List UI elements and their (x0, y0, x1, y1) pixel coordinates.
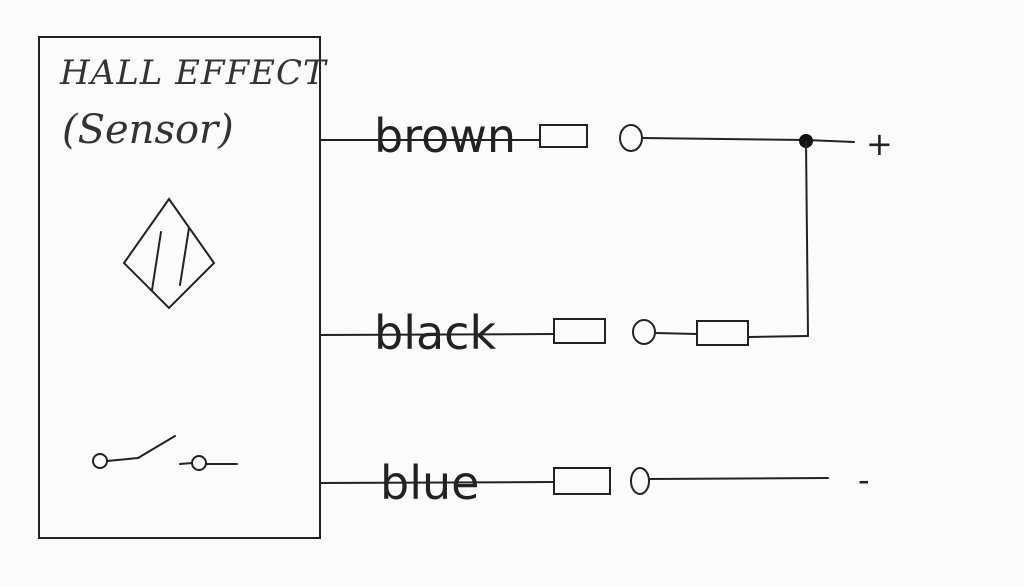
switch-icon (92, 435, 238, 471)
black-terminal (632, 319, 656, 345)
wire-blue (319, 467, 829, 495)
positive-terminal-label: + (866, 125, 893, 163)
blue-connector (553, 467, 611, 495)
wire-label-black: black (374, 306, 497, 360)
brown-terminal (619, 124, 643, 152)
wire-label-brown: brown (374, 109, 517, 163)
black-connector-2 (696, 320, 749, 346)
negative-terminal-label: - (858, 461, 870, 499)
sensor-subtitle: (Sensor) (62, 107, 234, 153)
sensor-body (38, 36, 321, 539)
wire-brown (319, 124, 855, 152)
hall-element-icon (122, 197, 216, 310)
wire-label-blue: blue (380, 456, 480, 510)
sensor-title: HALL EFFECT (60, 53, 327, 93)
brown-connector (539, 124, 588, 148)
blue-terminal (630, 467, 650, 495)
black-connector-1 (553, 318, 606, 344)
wire-black (319, 140, 809, 346)
